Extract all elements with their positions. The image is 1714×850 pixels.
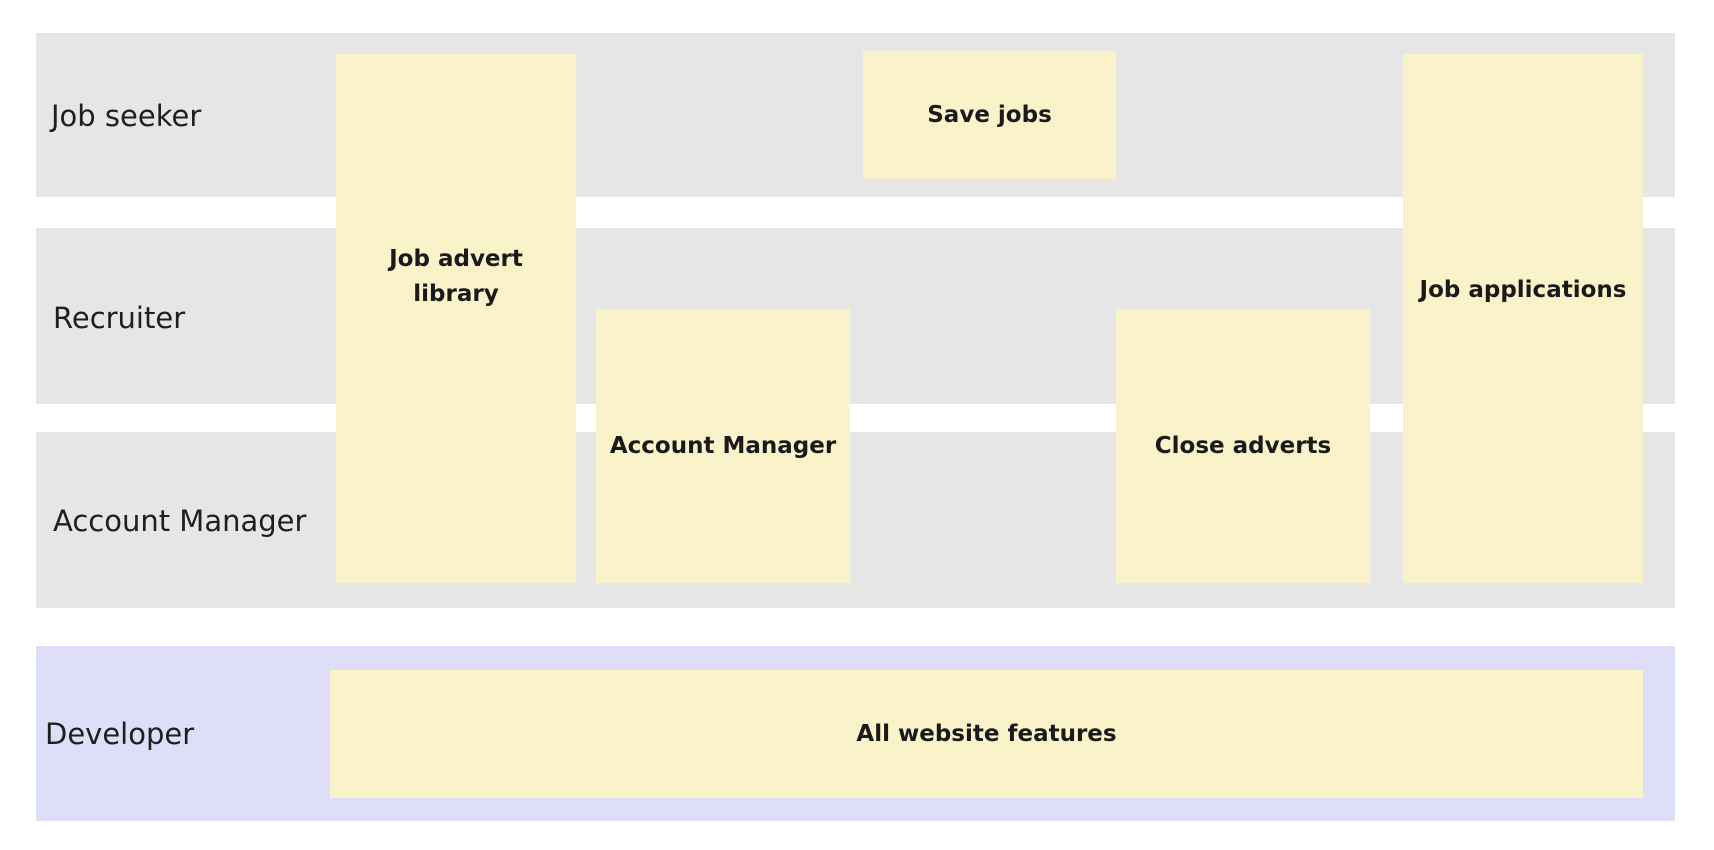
card-all-website-features-text: All website features bbox=[856, 720, 1117, 747]
lane-label-job-seeker: Job seeker bbox=[51, 99, 202, 133]
card-close-adverts-text: Close adverts bbox=[1154, 432, 1332, 459]
card-job-advert-library-text: Job advert library bbox=[389, 242, 523, 312]
card-job-advert-library[interactable]: Job advert library bbox=[336, 54, 576, 583]
card-job-applications-text: Job applications bbox=[1419, 277, 1627, 303]
card-save-jobs-text: Save jobs bbox=[927, 101, 1052, 128]
card-account-manager-text: Account Manager bbox=[609, 432, 837, 459]
card-save-jobs[interactable]: Save jobs bbox=[863, 51, 1116, 179]
card-job-applications[interactable]: Job applications bbox=[1403, 54, 1643, 583]
lane-label-recruiter: Recruiter bbox=[53, 301, 186, 335]
lane-job-seeker bbox=[36, 33, 1675, 197]
card-job-advert-library-line1: Job advert bbox=[389, 245, 523, 272]
card-all-website-features[interactable]: All website features bbox=[330, 670, 1643, 798]
lane-label-account-manager: Account Manager bbox=[53, 504, 307, 538]
lane-label-developer: Developer bbox=[45, 717, 195, 751]
lane-account-manager bbox=[36, 432, 1675, 608]
card-account-manager[interactable]: Account Manager bbox=[596, 309, 850, 583]
lane-recruiter bbox=[36, 228, 1675, 404]
card-job-advert-library-line2: library bbox=[413, 280, 499, 307]
card-close-adverts[interactable]: Close adverts bbox=[1116, 309, 1370, 583]
